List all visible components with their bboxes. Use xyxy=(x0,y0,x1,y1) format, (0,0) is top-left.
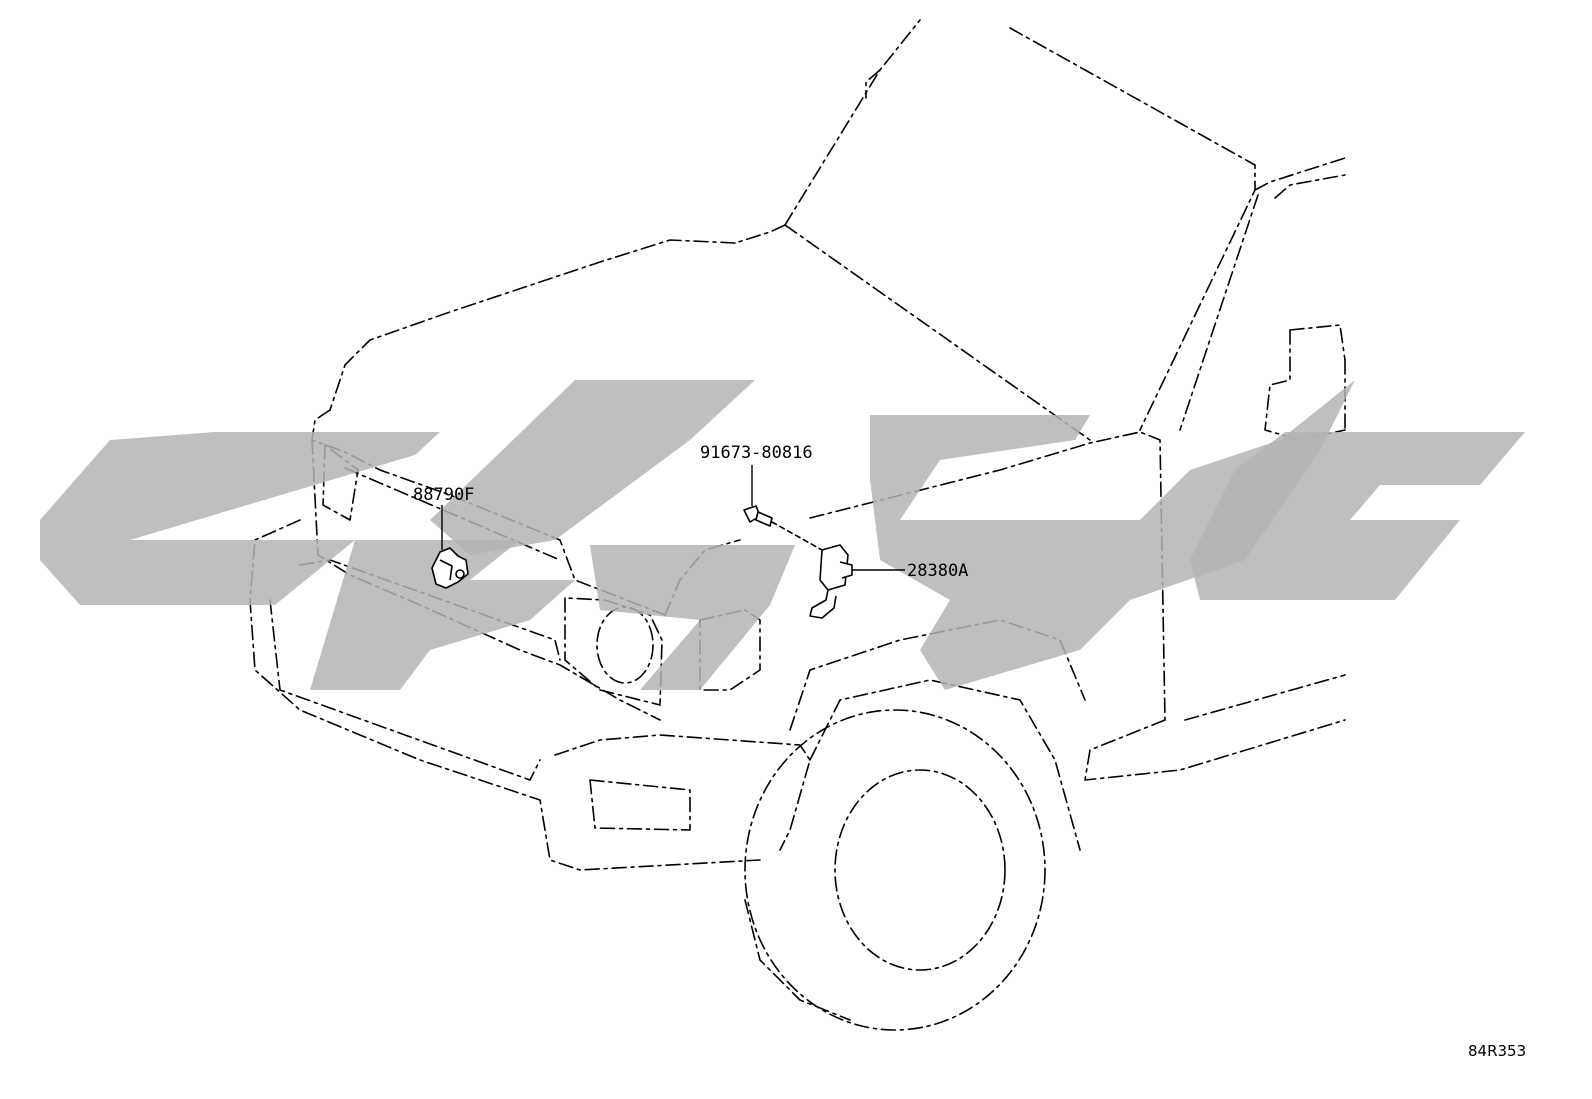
reference-code: 84R353 xyxy=(1468,1042,1526,1060)
callout-28380A: 28380A xyxy=(907,561,968,581)
callout-88790F: 88790F xyxy=(413,485,474,505)
leader-lines xyxy=(441,465,905,571)
bolt-part xyxy=(743,505,773,527)
watermark-logo xyxy=(40,380,1525,690)
sensor-part xyxy=(809,544,853,619)
washer-nozzle-part xyxy=(431,547,469,589)
callout-91673-80816: 91673-80816 xyxy=(700,443,813,463)
